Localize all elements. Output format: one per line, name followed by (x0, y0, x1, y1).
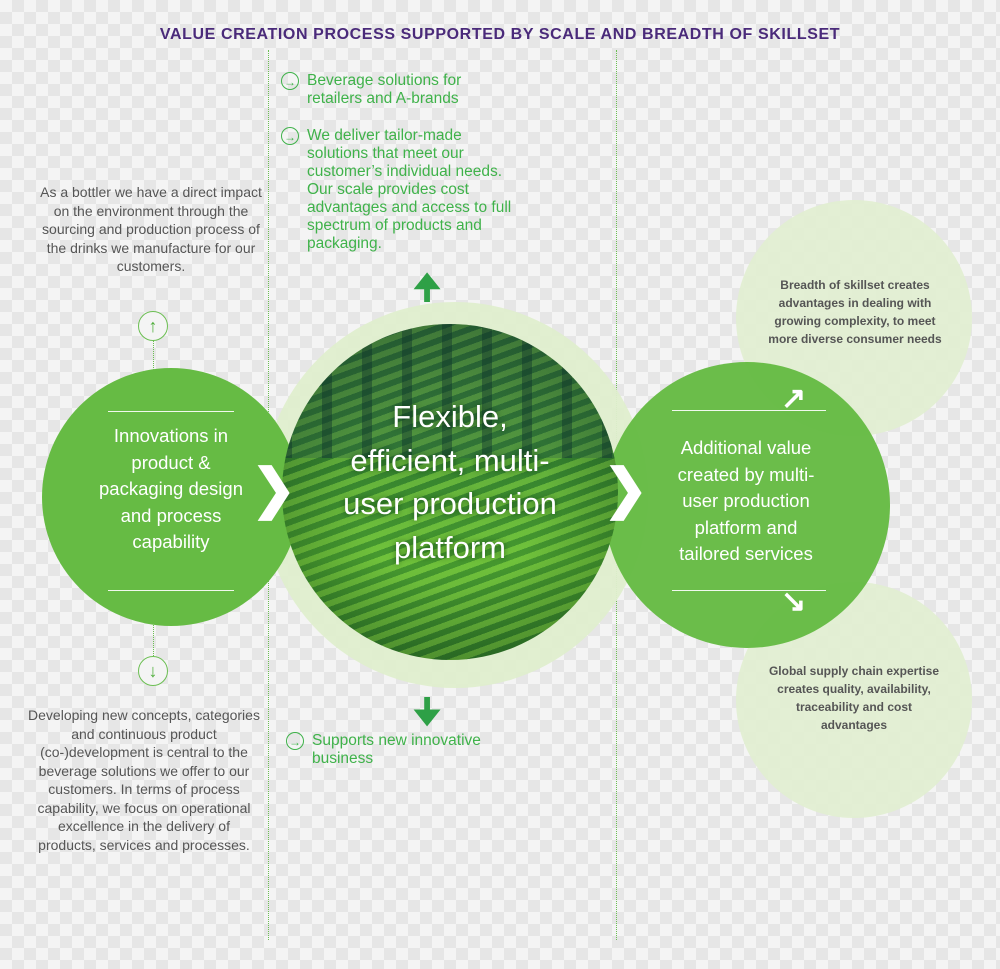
arrow-down-right-icon: ↘ (781, 585, 807, 618)
arrow-right-circle-icon: → (281, 72, 299, 90)
center-circle-text: Flexible, efficient, multi-user producti… (343, 399, 557, 565)
arrow-right-circle-icon: → (286, 732, 304, 750)
right-circle (604, 362, 890, 648)
right-bottom-bubble-text: Global supply chain expertise creates qu… (768, 664, 940, 732)
bullet-retailers: → Beverage solutions for retailers and A… (281, 72, 511, 108)
arrow-up-circle-icon: ↑ (138, 311, 168, 341)
right-rule-top (672, 410, 826, 412)
bullet-innovative: → Supports new innovative business (286, 732, 486, 768)
page-title: VALUE CREATION PROCESS SUPPORTED BY SCAL… (159, 26, 841, 43)
arrow-up-right-icon: ↗ (781, 382, 807, 415)
right-rule-bottom (672, 590, 826, 592)
chevron-right-icon: ❯ (251, 459, 297, 519)
left-rule-top (108, 411, 234, 413)
left-rule-bottom (108, 590, 234, 592)
chevron-right-icon: ❯ (603, 459, 649, 519)
arrow-down-circle-icon: ↓ (138, 656, 168, 686)
bullet-text: We deliver tailor-made solutions that me… (307, 127, 512, 252)
bullet-text: Beverage solutions for retailers and A-b… (307, 72, 462, 107)
left-top-text: As a bottler we have a direct impact on … (40, 184, 262, 274)
arrow-down-icon: 🠋 (413, 693, 442, 731)
left-bottom-text: Developing new concepts, categories and … (28, 707, 260, 853)
factory-photo (282, 324, 618, 660)
bullet-tailor-made: → We deliver tailor-made solutions that … (281, 127, 513, 253)
bullet-text: Supports new innovative business (312, 732, 481, 767)
left-circle-text: Innovations in product & packaging desig… (99, 425, 243, 552)
arrow-up-icon: 🠉 (413, 269, 442, 307)
right-top-bubble-text: Breadth of skillset creates advantages i… (768, 278, 942, 346)
connector-up (153, 340, 154, 380)
right-circle-text: Additional value created by multi-user p… (677, 437, 815, 564)
connector-down (153, 620, 154, 660)
arrow-right-circle-icon: → (281, 127, 299, 145)
